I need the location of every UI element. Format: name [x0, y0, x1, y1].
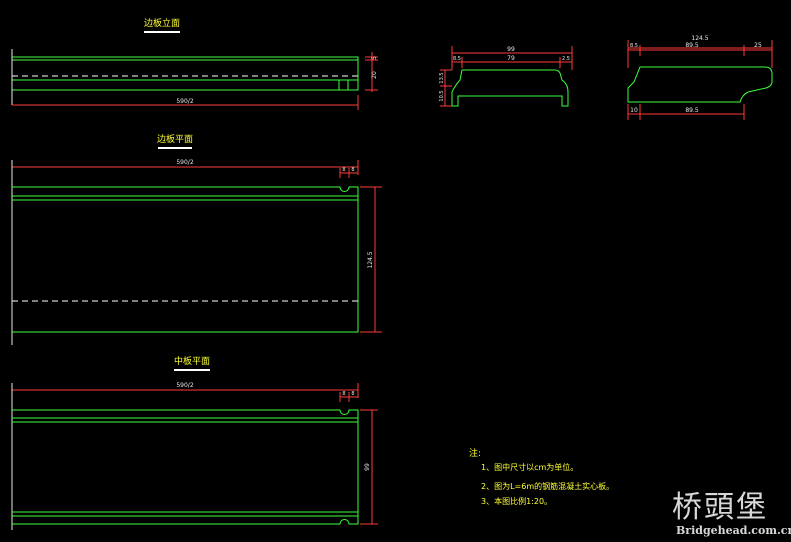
side-plan-view — [11, 160, 382, 345]
section-mid-slab — [440, 46, 573, 107]
dim-sec1-v1: 13.5 — [439, 72, 445, 83]
title-side-elevation: 边板立面 — [144, 17, 180, 29]
note-1: 1、图中尺寸以cm为单位。 — [481, 463, 579, 472]
dim-elev-top: 5 — [371, 56, 378, 60]
dim-sec2-bottom-mid: 89.5 — [685, 107, 699, 114]
note-2: 2、图为L=6m的钢筋混凝土实心板。 — [481, 482, 615, 491]
note-3: 3、本图比例1:20。 — [481, 497, 553, 506]
dim-sec2-left: 8.5 — [630, 43, 638, 49]
dim-sec2-right: 25 — [754, 42, 762, 49]
dim-notch-b: 8 — [351, 167, 354, 173]
notes-head: 注: — [469, 449, 482, 459]
dim-sec1-mid: 79 — [507, 55, 515, 62]
dim-sec1-left: 8.5 — [453, 56, 461, 62]
dim-sec1-v2: 10.5 — [439, 90, 445, 101]
dim-sec1-right: 2.5 — [562, 56, 570, 62]
dim-mid-width: 99 — [364, 463, 371, 471]
dim-notch-a: 8 — [342, 167, 345, 173]
watermark-url: Bridgehead.com.cn — [676, 524, 791, 537]
dim-notch-c: 8 — [342, 391, 345, 397]
side-elevation-view — [11, 49, 378, 110]
dim-sec2-total: 124.5 — [691, 35, 708, 42]
dim-length-2: 590/2 — [176, 159, 193, 166]
dim-elev-height: 20 — [371, 71, 378, 79]
title-side-plan: 边板平面 — [157, 133, 193, 145]
dim-plan-width: 124.5 — [367, 251, 374, 268]
dim-sec2-mid: 89.5 — [685, 42, 699, 49]
dim-sec1-total: 99 — [507, 46, 515, 53]
watermark-logo: 桥頭堡 — [672, 490, 768, 525]
section-side-slab — [627, 40, 773, 120]
title-mid-plan: 中板平面 — [174, 355, 210, 367]
dim-length-1: 590/2 — [176, 98, 193, 105]
mid-plan-view — [11, 383, 378, 530]
dim-length-3: 590/2 — [176, 382, 193, 389]
dim-notch-d: 8 — [351, 391, 354, 397]
dim-sec2-bottom-left: 10 — [630, 107, 638, 114]
